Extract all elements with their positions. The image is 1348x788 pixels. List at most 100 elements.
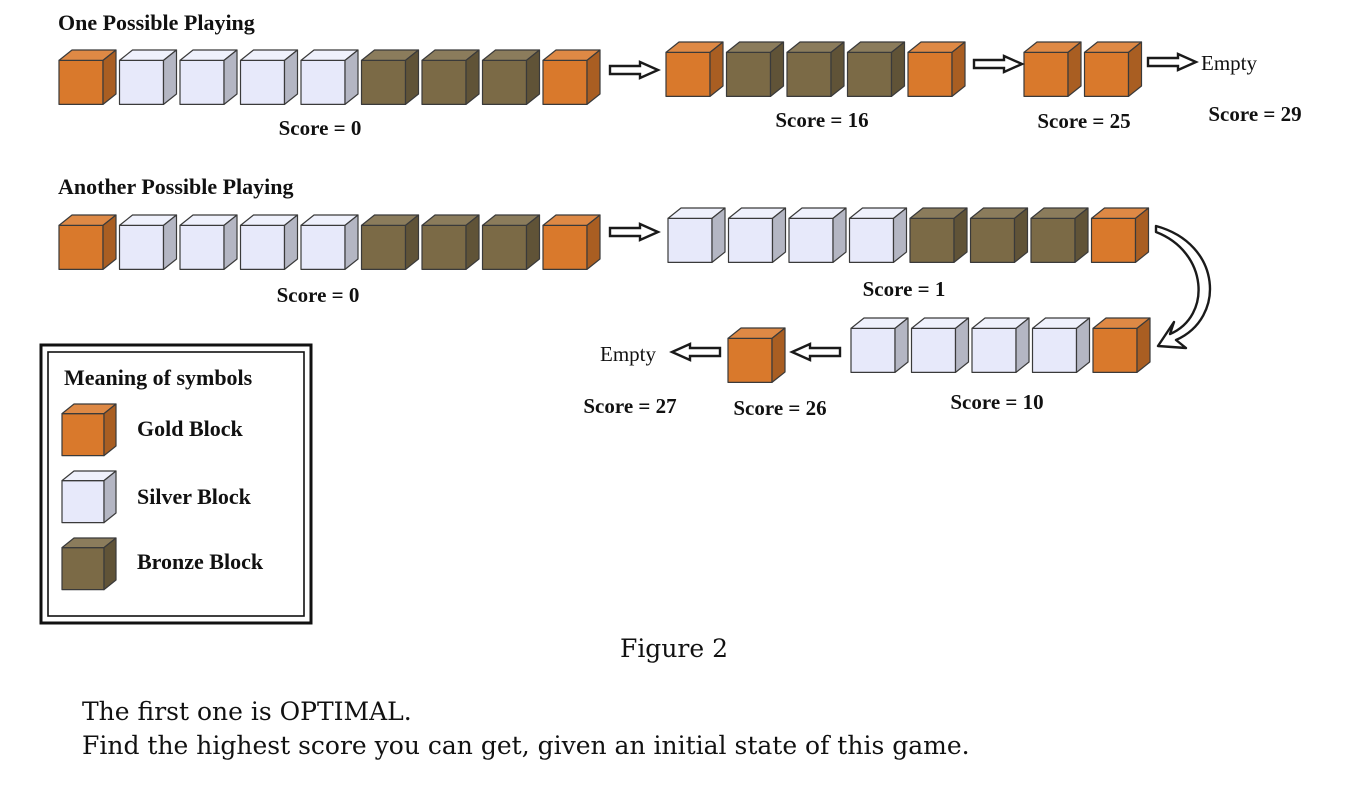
s1-score-2: Score = 25 [1037,109,1130,133]
block-side-face [283,214,299,270]
bronze-block [421,49,480,106]
block-front-face [1030,217,1076,263]
block-front-face [971,327,1017,373]
s1-state1-blocks [665,41,966,98]
block-side-face [771,327,786,383]
bronze-block [1030,207,1089,263]
block-side-face [1074,207,1089,263]
legend-label-gold: Gold Block [137,416,244,441]
block-side-face [525,49,541,106]
block-front-face [61,480,105,524]
block-front-face [481,224,528,270]
statement-line-1: The first one is OPTIMAL. [82,697,412,726]
silver-block [727,207,787,263]
game-figure: One Possible Playing Another Possible Pl… [39,10,1302,625]
legend-label-silver: Silver Block [137,484,252,509]
gold-block [665,41,724,98]
block-side-face [1067,41,1082,98]
block-front-face [846,51,893,98]
arrow-left-icon [789,342,842,362]
block-side-face [223,214,238,270]
bronze-block [360,49,420,106]
block-side-face [769,41,785,98]
bronze-block [786,41,845,98]
legend-silver-icon [61,470,117,524]
block-front-face [118,59,165,106]
legend: Meaning of symbols Gold Block Silver Blo… [39,343,313,625]
block-front-face [239,59,286,106]
s2-score-2: Score = 10 [950,390,1043,414]
s2-final-score: Score = 27 [583,394,676,418]
block-front-face [300,224,346,270]
silver-block [788,207,847,263]
block-front-face [969,217,1016,263]
block-front-face [118,224,165,270]
block-front-face [786,51,832,98]
silver-block [300,49,359,106]
section1-title: One Possible Playing [58,10,255,35]
section2-title: Another Possible Playing [58,174,294,199]
block-side-face [954,317,970,373]
gold-block [727,327,786,383]
block-side-face [465,214,480,270]
silver-block [239,214,299,270]
block-front-face [179,224,225,270]
block-front-face [179,59,225,106]
silver-block [118,49,178,106]
gold-block [58,214,117,270]
gold-block [1023,41,1082,98]
block-side-face [103,470,117,524]
block-side-face [1075,317,1091,373]
s2-final-label: Empty [600,342,656,366]
arrow-right-icon [1146,52,1199,72]
bronze-block [909,207,968,263]
arrow-right-icon [608,60,661,80]
block-front-face [1092,327,1138,373]
silver-block [910,317,970,373]
s1-state2-blocks [1023,41,1143,98]
figure-caption: Figure 2 [619,634,729,663]
block-front-face [910,327,957,373]
s2-score-3: Score = 26 [733,396,826,420]
block-front-face [665,51,711,98]
statement-line-2: Find the highest score you can get, give… [82,731,970,760]
block-side-face [162,214,178,270]
silver-block [179,49,238,106]
s2-score-0: Score = 0 [277,283,360,307]
legend-bronze-icon [61,537,117,591]
block-front-face [1083,51,1130,98]
block-side-face [711,207,726,263]
block-side-face [1013,207,1029,263]
block-front-face [727,217,774,263]
block-side-face [344,49,359,106]
curved-arrow-icon [1154,224,1212,350]
block-side-face [283,49,299,106]
bronze-block [360,214,420,270]
block-front-face [848,217,895,263]
arrow-right-icon [608,222,661,242]
bronze-block [481,49,541,106]
s1-score-0: Score = 0 [279,116,362,140]
s2-state3-blocks [727,327,786,383]
block-side-face [102,214,117,270]
arrows [608,52,1199,362]
silver-block [971,317,1030,373]
bronze-block [725,41,785,98]
block-side-face [103,403,117,457]
block-side-face [223,49,238,106]
block-front-face [727,337,773,383]
legend-border-inner [47,351,305,617]
block-front-face [58,59,104,106]
arrow-right-icon [972,54,1025,74]
block-side-face [1015,317,1030,373]
block-side-face [771,207,787,263]
block-side-face [894,317,909,373]
silver-block [239,49,299,106]
block-side-face [892,207,908,263]
block-front-face [360,224,407,270]
block-front-face [909,217,955,263]
silver-block [179,214,238,270]
s2-score-1: Score = 1 [863,277,946,301]
s1-score-1: Score = 16 [775,108,868,132]
arrow-left-icon [669,342,722,362]
